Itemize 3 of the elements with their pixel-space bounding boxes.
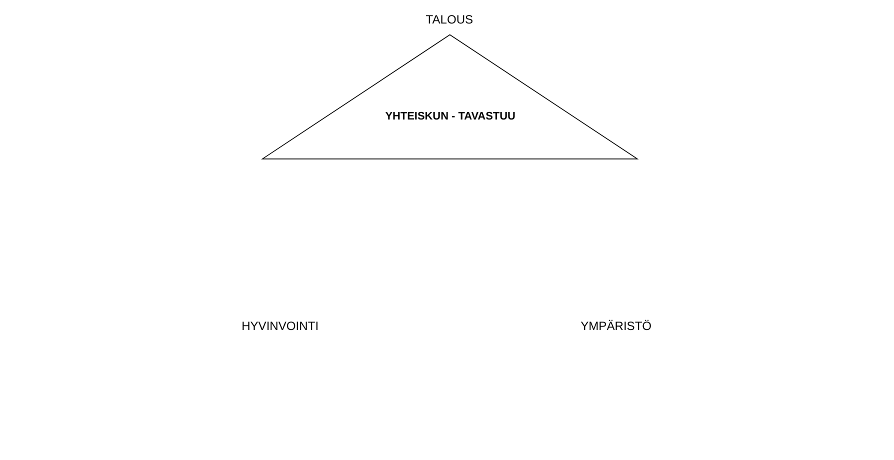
label: HYVINVOINTI [242,319,319,334]
label: TALOUS [426,12,474,27]
label: YMPÄRISTÖ [580,319,652,334]
